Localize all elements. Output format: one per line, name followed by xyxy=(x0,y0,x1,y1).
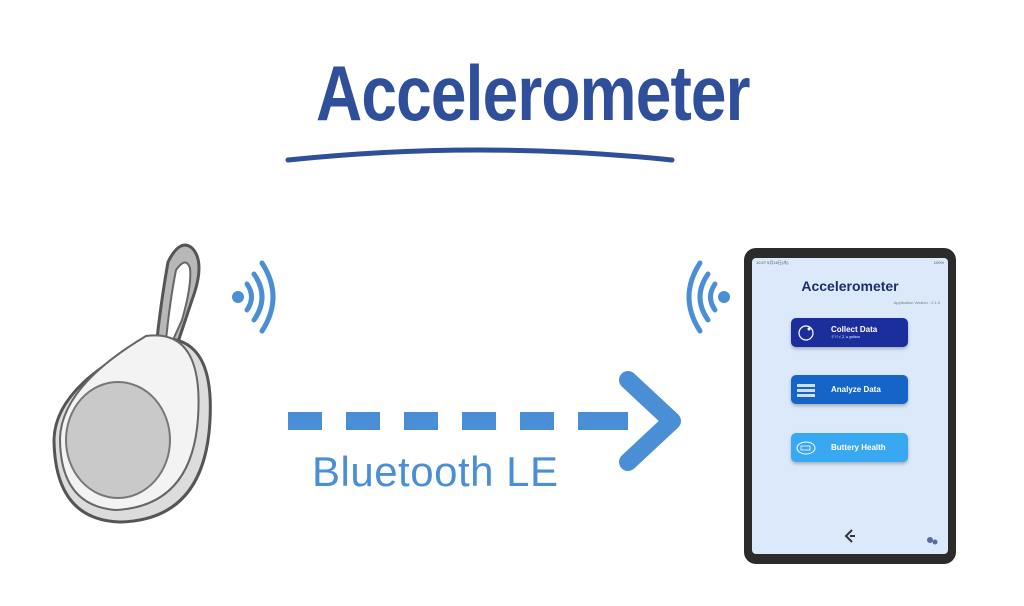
arrow-right-icon xyxy=(288,371,681,471)
collect-data-label: Collect Data xyxy=(831,325,878,334)
collect-data-sublabel: デバイス ● gattara xyxy=(831,335,860,339)
battery-health-label: Buttery Health xyxy=(831,443,886,452)
status-bar: 10:27 5月16日(木) 100% xyxy=(756,260,944,268)
logo-icon xyxy=(844,529,855,543)
link-label: Bluetooth LE xyxy=(312,448,559,495)
sensor-device xyxy=(52,243,212,524)
app-version: Application Version : 2.1.0 xyxy=(893,300,940,305)
app-title: Accelerometer xyxy=(801,278,899,294)
settings-icon[interactable] xyxy=(926,536,938,546)
tablet-device: 10:27 5月16日(木) 100% Accelerometer Applic… xyxy=(744,248,956,564)
status-time: 10:27 5月16日(木) xyxy=(756,260,789,265)
status-battery: 100% xyxy=(933,260,944,265)
title-block: Accelerometer xyxy=(280,30,751,170)
analyze-data-label: Analyze Data xyxy=(831,385,881,394)
wave-emit-icon xyxy=(232,260,276,334)
record-icon xyxy=(795,322,817,344)
title-underline xyxy=(285,147,675,163)
battery-health-button[interactable]: Buttery Health xyxy=(791,433,908,462)
database-icon xyxy=(795,379,817,401)
analyze-data-button[interactable]: Analyze Data xyxy=(791,375,908,404)
battery-icon xyxy=(795,437,817,459)
tablet-screen: 10:27 5月16日(木) 100% Accelerometer Applic… xyxy=(752,258,948,554)
wave-receive-icon xyxy=(686,260,730,334)
collect-data-button[interactable]: Collect Data デバイス ● gattara xyxy=(791,318,908,347)
